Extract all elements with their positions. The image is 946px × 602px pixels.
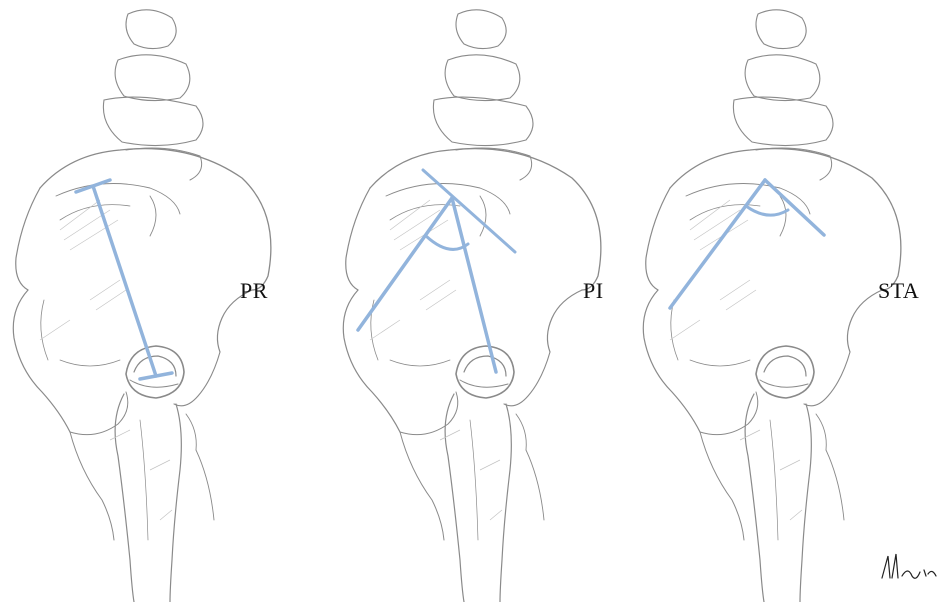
sketch-stroke bbox=[60, 205, 130, 220]
sketch-stroke bbox=[140, 420, 148, 540]
sketch-shading bbox=[370, 320, 400, 340]
sketch-stroke bbox=[16, 188, 40, 290]
sketch-stroke bbox=[464, 356, 506, 376]
sketch-stroke bbox=[130, 380, 178, 387]
sketch-stroke bbox=[690, 360, 750, 366]
sketch-stroke bbox=[700, 392, 758, 435]
panel-sta: STA bbox=[630, 0, 945, 602]
pi-pelvic-line bbox=[358, 198, 452, 330]
sketch-stroke bbox=[115, 55, 190, 101]
sketch-stroke bbox=[400, 432, 444, 540]
sketch-stroke bbox=[60, 360, 120, 366]
sketch-stroke bbox=[686, 184, 810, 215]
sketch-stroke bbox=[126, 10, 176, 49]
sketch-stroke bbox=[526, 450, 544, 520]
sketch-stroke bbox=[170, 404, 181, 602]
sketch-stroke bbox=[756, 148, 832, 180]
sketch-stroke bbox=[745, 394, 764, 602]
sketch-shading bbox=[780, 460, 800, 470]
sketch-stroke bbox=[390, 360, 450, 366]
sketch-stroke bbox=[816, 414, 826, 450]
pelvis-drawing bbox=[13, 10, 271, 602]
sketch-stroke bbox=[516, 414, 526, 450]
sta-left-line bbox=[670, 180, 765, 308]
sketch-stroke bbox=[386, 184, 510, 215]
sketch-stroke bbox=[186, 414, 196, 450]
pr-distance-line bbox=[93, 186, 156, 376]
sketch-stroke bbox=[700, 432, 744, 540]
artist-signature bbox=[876, 548, 946, 588]
sketch-stroke bbox=[480, 196, 486, 236]
sketch-shading bbox=[390, 200, 430, 230]
sketch-shading bbox=[60, 200, 100, 230]
pi-measurement bbox=[358, 170, 515, 372]
sketch-stroke bbox=[780, 196, 786, 236]
sketch-shading bbox=[110, 430, 130, 440]
sketch-shading bbox=[690, 200, 730, 230]
sketch-stroke bbox=[346, 188, 370, 290]
sketch-stroke bbox=[733, 97, 833, 145]
sketch-stroke bbox=[70, 432, 114, 540]
sketch-stroke bbox=[770, 420, 778, 540]
sketch-stroke bbox=[433, 97, 533, 145]
sketch-stroke bbox=[56, 184, 180, 215]
sketch-shading bbox=[150, 460, 170, 470]
sta-label: STA bbox=[878, 278, 919, 304]
pi-tangent-line bbox=[423, 170, 515, 252]
sketch-shading bbox=[740, 430, 760, 440]
sta-right-line bbox=[765, 180, 824, 235]
pelvis-drawing bbox=[343, 10, 601, 602]
sketch-stroke bbox=[456, 148, 532, 180]
sketch-stroke bbox=[760, 380, 808, 387]
sketch-shading bbox=[440, 430, 460, 440]
sketch-shading bbox=[490, 510, 502, 520]
pr-label: PR bbox=[240, 278, 268, 304]
sketch-shading bbox=[670, 320, 700, 340]
sketch-stroke bbox=[671, 300, 678, 360]
sketch-stroke bbox=[800, 404, 811, 602]
sketch-stroke bbox=[150, 196, 156, 236]
sketch-stroke bbox=[547, 290, 582, 352]
sketch-stroke bbox=[115, 394, 134, 602]
sketch-shading bbox=[160, 510, 172, 520]
sketch-stroke bbox=[456, 10, 506, 49]
pr-measurement bbox=[76, 180, 172, 379]
pelvis-drawing bbox=[643, 10, 901, 602]
sta-measurement bbox=[670, 180, 824, 308]
sketch-stroke bbox=[103, 97, 203, 145]
sketch-stroke bbox=[41, 300, 48, 360]
sketch-stroke bbox=[400, 392, 458, 435]
panel-pi: PI bbox=[330, 0, 645, 602]
sketch-stroke bbox=[445, 394, 464, 602]
sketch-stroke bbox=[646, 188, 670, 290]
sketch-shading bbox=[790, 510, 802, 520]
sketch-stroke bbox=[826, 450, 844, 520]
pi-axis-line bbox=[452, 198, 496, 372]
sketch-stroke bbox=[756, 10, 806, 49]
sketch-stroke bbox=[470, 420, 478, 540]
sketch-stroke bbox=[70, 392, 128, 435]
sketch-shading bbox=[480, 460, 500, 470]
sketch-stroke bbox=[500, 404, 511, 602]
pi-label: PI bbox=[583, 278, 604, 304]
sketch-shading bbox=[40, 320, 70, 340]
sta-angle-arc bbox=[746, 206, 788, 215]
sketch-stroke bbox=[196, 450, 214, 520]
sketch-stroke bbox=[460, 380, 508, 387]
panel-pr: PR bbox=[0, 0, 315, 602]
sketch-stroke bbox=[847, 290, 882, 352]
sketch-stroke bbox=[764, 356, 806, 376]
sketch-stroke bbox=[445, 55, 520, 101]
sketch-stroke bbox=[745, 55, 820, 101]
sketch-stroke bbox=[126, 148, 202, 180]
sketch-stroke bbox=[390, 205, 460, 220]
